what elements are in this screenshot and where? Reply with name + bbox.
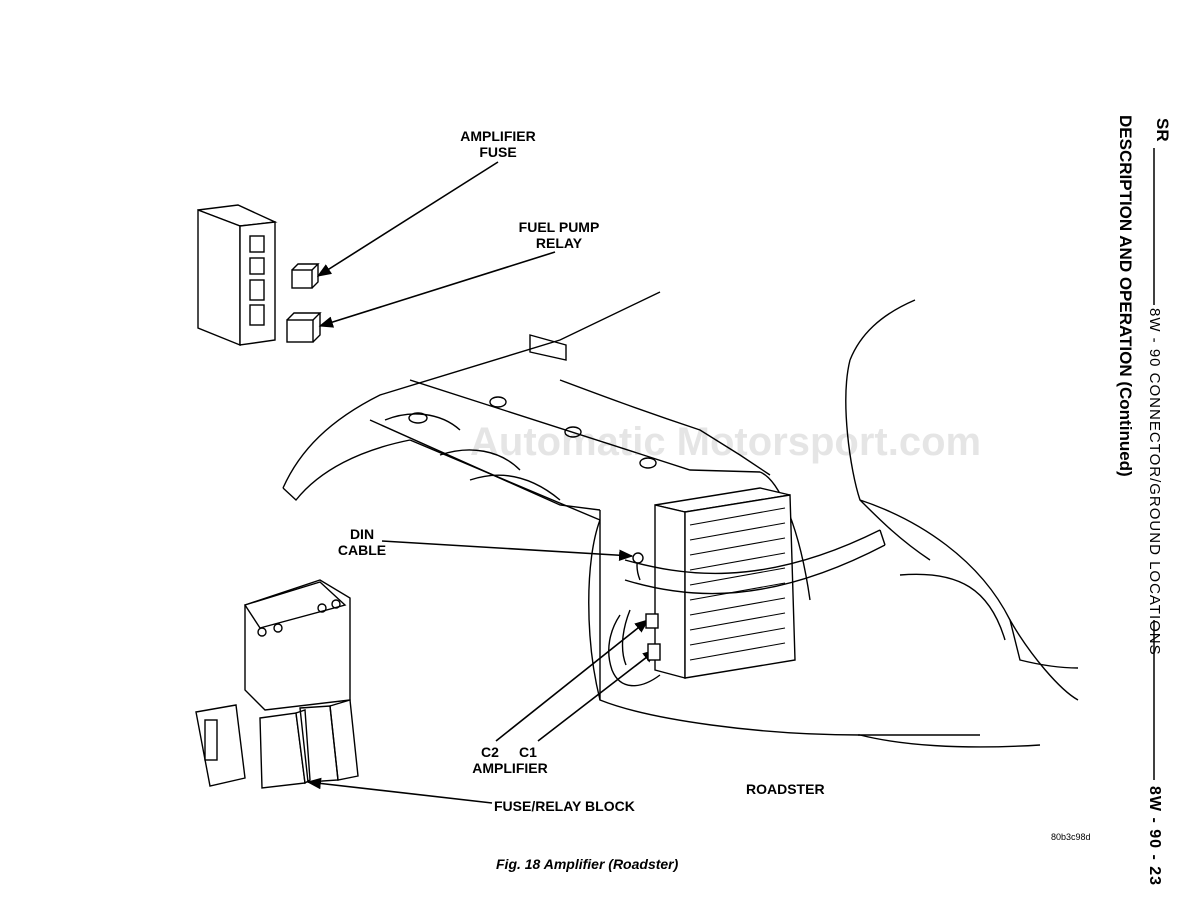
amplifier-unit	[654, 487, 796, 679]
figure-caption: Fig. 18 Amplifier (Roadster)	[496, 856, 679, 872]
fuel-pump-relay-label-line1: FUEL PUMP	[518, 219, 600, 235]
din-cable-label-line1: DIN	[349, 526, 375, 542]
c1-label: C1	[519, 744, 537, 760]
leader-lines	[306, 161, 658, 804]
section-code: SR	[1153, 118, 1172, 142]
section-subtitle: DESCRIPTION AND OPERATION (Continued)	[1116, 115, 1135, 477]
roadster-label: ROADSTER	[746, 781, 825, 797]
amplifier-fuse-label-line1: AMPLIFIER	[460, 128, 536, 144]
vehicle-body	[282, 291, 1079, 748]
amplifier-fuse-label: AMPLIFIER FUSE	[448, 128, 548, 160]
page-reference: 8W - 90 CONNECTOR/GROUND LOCATIONS	[1146, 308, 1163, 656]
amplifier-fuse-icon	[291, 263, 320, 289]
figure-code: 80b3c98d	[1051, 832, 1091, 842]
fuse-relay-block-inset	[195, 579, 359, 789]
fuse-relay-block-label: FUSE/RELAY BLOCK	[494, 798, 635, 814]
c2-label: C2	[481, 744, 499, 760]
fuel-pump-relay-label-line2: RELAY	[535, 235, 583, 251]
din-cable-label: DIN CABLE	[330, 526, 394, 558]
watermark: Automatic Motorsport.com	[470, 420, 981, 464]
page-number: 8W - 90 - 23	[1146, 786, 1163, 887]
fuel-pump-relay-label: FUEL PUMP RELAY	[503, 219, 615, 251]
fuel-pump-relay-icon	[286, 312, 322, 343]
amplifier-fuse-label-line2: FUSE	[479, 144, 517, 160]
amplifier-label: AMPLIFIER	[472, 760, 548, 776]
din-cable-label-line2: CABLE	[337, 542, 387, 558]
fuse-relay-box-inset	[197, 204, 278, 347]
wiring-harness	[608, 529, 886, 687]
